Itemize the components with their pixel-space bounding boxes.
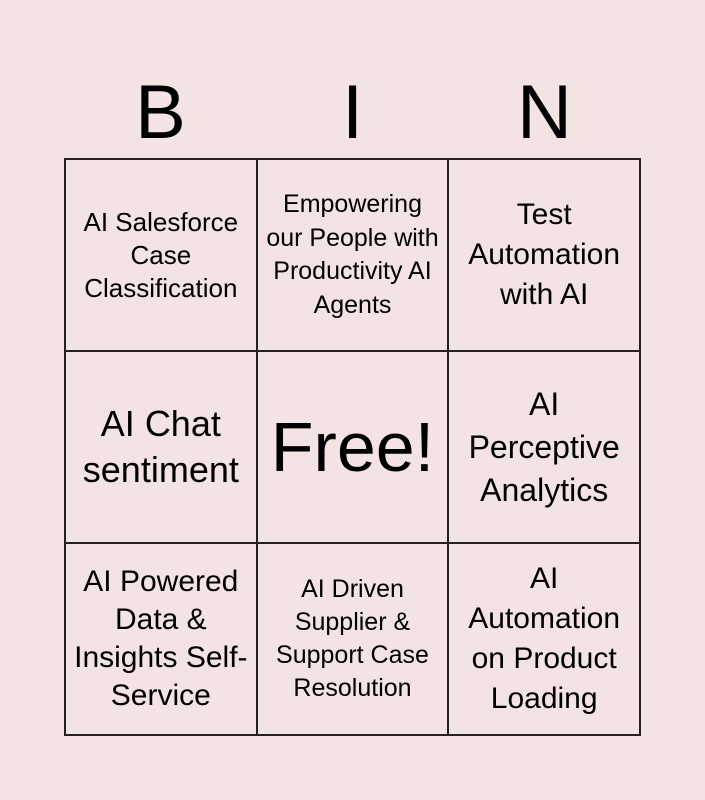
bingo-cell[interactable]: AI Automation on Product Loading	[448, 543, 640, 735]
bingo-cell[interactable]: AI Perceptive Analytics	[448, 351, 640, 543]
bingo-cell[interactable]: AI Driven Supplier & Support Case Resolu…	[256, 543, 449, 735]
free-cell[interactable]: Free!	[256, 351, 449, 543]
bingo-cell[interactable]: AI Salesforce Case Classification	[65, 159, 257, 351]
bingo-cell[interactable]: AI Powered Data & Insights Self-Service	[65, 543, 257, 735]
cell-text: AI Driven Supplier & Support Case Resolu…	[276, 575, 429, 702]
cell-text: Free!	[270, 408, 435, 486]
cell-text: AI Automation on Product Loading	[468, 562, 621, 715]
header-letter-n: N	[517, 70, 572, 155]
cell-text: AI Perceptive Analytics	[468, 385, 620, 508]
bingo-cell[interactable]: Empowering our People with Productivity …	[256, 159, 449, 351]
header-letter-i: I	[341, 70, 364, 155]
bingo-cell[interactable]: AI Chat sentiment	[65, 351, 257, 543]
bingo-cell[interactable]: Test Automation with AI	[448, 159, 640, 351]
cell-text: Test Automation with AI	[468, 198, 621, 311]
bingo-grid: AI Salesforce Case Classification Empowe…	[64, 158, 641, 736]
header-letter-b: B	[135, 70, 186, 155]
cell-text: AI Salesforce Case Classification	[83, 206, 239, 303]
cell-text: AI Powered Data & Insights Self-Service	[74, 565, 248, 712]
cell-text: Empowering our People with Productivity …	[266, 190, 439, 319]
cell-text: AI Chat sentiment	[82, 403, 239, 490]
